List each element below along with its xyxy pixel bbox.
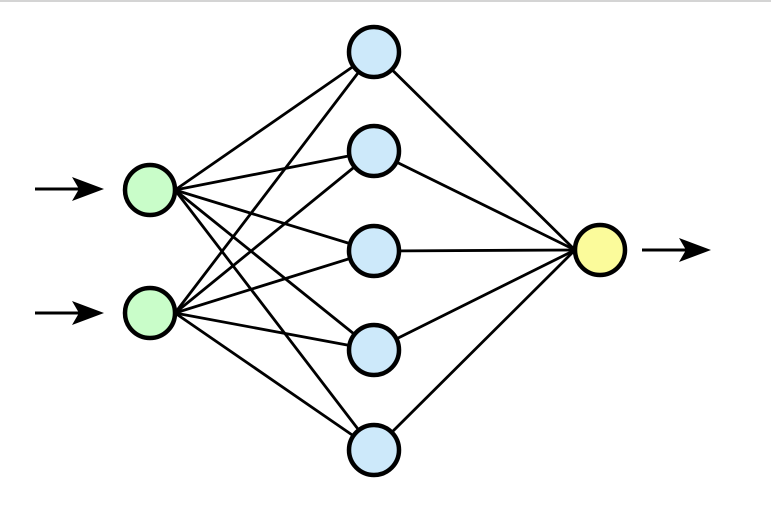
hidden-node-1: [346, 24, 402, 80]
input-node-1: [122, 162, 178, 218]
edge-i1-h2: [174, 149, 375, 192]
edge-i1-h4: [174, 188, 375, 352]
input-arrow-1-arrowhead-icon: [72, 177, 104, 201]
edge-h1-o1: [373, 51, 576, 251]
edge-i2-h1: [173, 51, 376, 314]
edge-i2-h3: [174, 249, 375, 315]
edge-h5-o1: [373, 249, 576, 451]
output-node-1: [572, 222, 628, 278]
hidden-node-5: [346, 422, 402, 478]
edge-i2-h4: [174, 311, 375, 352]
hidden-node-2: [346, 123, 402, 179]
hidden-node-3: [346, 223, 402, 279]
edge-h2-o1: [373, 149, 576, 252]
edge-i1-h1: [174, 50, 375, 192]
edge-h3-o1: [373, 248, 576, 253]
edge-i2-h2: [174, 149, 375, 315]
edge-i2-h5: [174, 311, 375, 452]
input-arrow-2-arrowhead-icon: [72, 301, 104, 325]
top-border: [0, 0, 771, 2]
edge-i1-h3: [174, 188, 375, 253]
edge-h4-o1: [373, 248, 576, 352]
hidden-node-4: [346, 322, 402, 378]
input-node-2: [122, 285, 178, 341]
output-arrow-arrowhead-icon: [679, 238, 711, 262]
edge-i1-h5: [173, 189, 376, 451]
